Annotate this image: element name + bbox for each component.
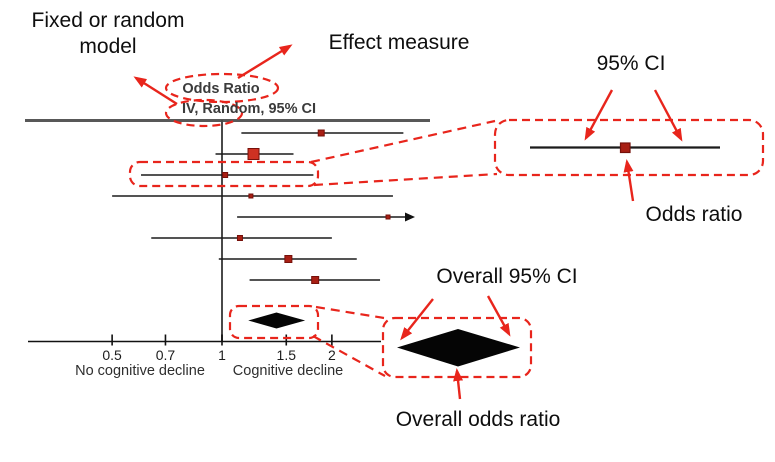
- axis-tick-label: 2: [328, 347, 336, 363]
- effect-measure-arrow-icon: [237, 44, 293, 80]
- axis-tick-label: 0.5: [102, 347, 122, 363]
- study-or-square: [317, 129, 325, 137]
- study-or-square: [236, 235, 243, 241]
- overall-ci-left-arrow-icon: [400, 298, 434, 341]
- study-rows: [112, 129, 415, 329]
- overall-diamond: [248, 312, 306, 329]
- study-or-square: [385, 214, 391, 220]
- zoomed-or-square: [619, 142, 631, 154]
- study-row-highlight-box: [128, 160, 320, 188]
- zoomed-overall-diamond: [397, 329, 520, 367]
- overall-ci-label: Overall 95% CI: [436, 265, 578, 288]
- x-axis-ticks: 0.5 0.7 1 1.5 2: [102, 334, 336, 363]
- axis-tick-label: 1: [218, 347, 226, 363]
- axis-label-no-cognitive-decline: No cognitive decline: [75, 363, 205, 379]
- diamond-zoom-connector-top: [315, 305, 385, 320]
- overall-odds-ratio-arrow-icon: [453, 368, 464, 400]
- column-header-odds-ratio: Odds Ratio: [182, 81, 260, 97]
- column-subheader-model: IV, Random, 95% CI: [181, 101, 317, 117]
- study-or-square: [311, 276, 320, 284]
- odds-ratio-label: Odds ratio: [645, 203, 743, 226]
- study-or-square: [248, 193, 254, 199]
- ci-zoom-connector-bottom: [313, 172, 498, 187]
- ci95-right-arrow-icon: [653, 89, 683, 142]
- axis-tick-label: 1.5: [277, 347, 297, 363]
- study-or-square: [222, 172, 229, 178]
- axis-tick-label: 0.7: [156, 347, 176, 363]
- diamond-zoom-connector-bottom: [312, 335, 386, 377]
- effect-measure-label: Effect measure: [328, 31, 470, 54]
- diamond-highlight-box: [228, 304, 320, 340]
- fixed-random-model-label-line1: Fixed or random: [31, 9, 185, 32]
- study-or-square: [284, 255, 293, 263]
- random-model-highlight-ellipse: [164, 98, 244, 128]
- overall-ci-right-arrow-icon: [486, 295, 511, 337]
- ci95-left-arrow-icon: [584, 89, 614, 141]
- fixed-random-model-label: Fixed or random model: [32, 8, 185, 61]
- study-or-square: [247, 148, 260, 160]
- overall-odds-ratio-label: Overall odds ratio: [395, 408, 561, 431]
- fixed-random-model-label-line2: model: [79, 35, 137, 59]
- ci-zoom-connector-top: [310, 119, 496, 164]
- ci95-label: 95% CI: [596, 52, 666, 75]
- axis-label-cognitive-decline: Cognitive decline: [232, 363, 344, 379]
- diamond-zoom-box: [381, 316, 533, 379]
- fixed-random-arrow-icon: [133, 76, 178, 106]
- odds-ratio-arrow-icon: [623, 159, 635, 202]
